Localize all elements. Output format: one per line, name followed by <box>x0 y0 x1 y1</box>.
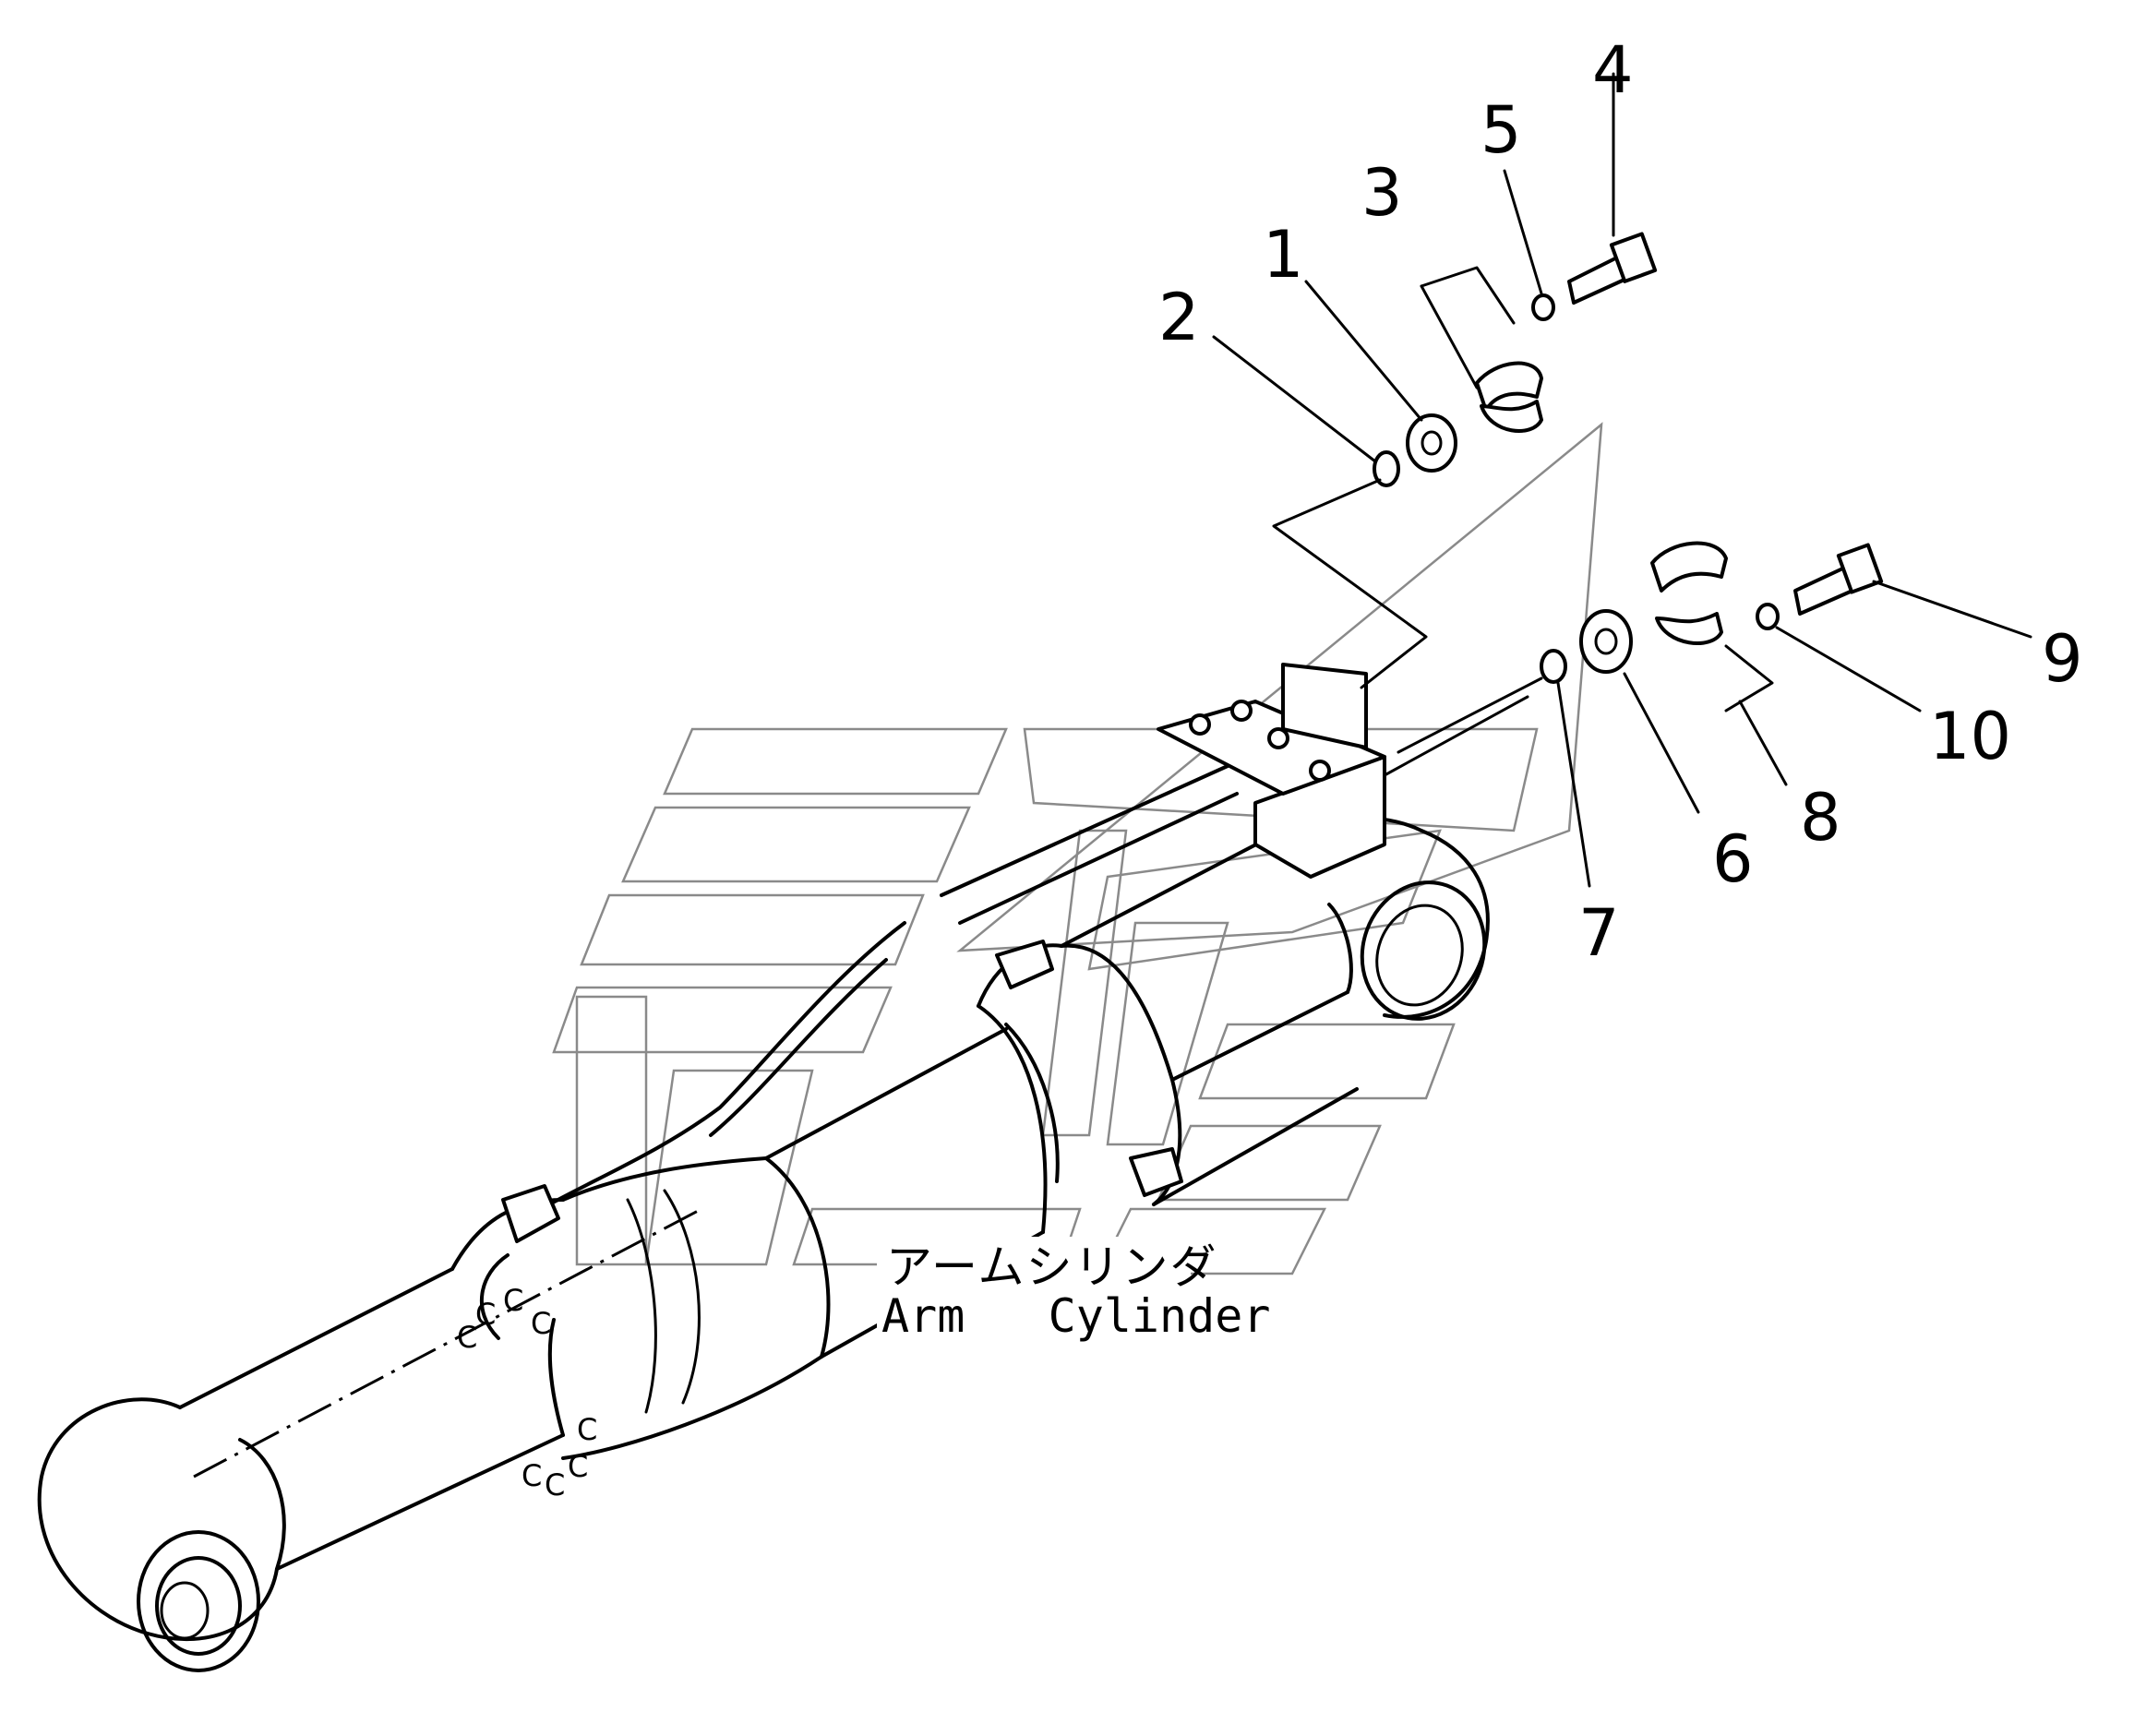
svg-text:C: C <box>457 1320 477 1355</box>
callout-8: 8 <box>1800 780 1841 856</box>
caption: アームシリンダ Arm Cylinder <box>877 1237 1270 1343</box>
callout-1: 1 <box>1263 217 1304 293</box>
o-ring-2 <box>1373 450 1400 487</box>
leader-lines <box>1212 72 2032 888</box>
split-flange-8a <box>1650 541 1728 593</box>
callout-9: 9 <box>2042 621 2083 697</box>
spacer-1 <box>1406 413 1457 473</box>
split-flange-3b <box>1480 400 1543 433</box>
callout-6: 6 <box>1712 821 1754 897</box>
callout-3: 3 <box>1361 155 1403 231</box>
upper-port-parts <box>1272 232 1658 689</box>
svg-text:C: C <box>475 1297 496 1332</box>
caption-english: Arm Cylinder <box>881 1289 1270 1343</box>
svg-text:C: C <box>577 1412 597 1447</box>
spacer-6 <box>1579 609 1633 674</box>
washer-10 <box>1756 603 1780 630</box>
svg-text:C: C <box>503 1283 523 1318</box>
callout-5: 5 <box>1481 92 1522 168</box>
callout-7: 7 <box>1578 895 1620 971</box>
callout-2: 2 <box>1158 280 1200 355</box>
svg-text:C: C <box>545 1467 565 1503</box>
callout-4: 4 <box>1592 32 1634 108</box>
callout-numbers: 1 2 3 4 5 6 7 8 9 10 <box>1158 32 2083 971</box>
split-flange-3a <box>1475 361 1543 413</box>
split-flange-8b <box>1655 612 1723 645</box>
washer-5 <box>1531 293 1555 321</box>
svg-text:C: C <box>531 1306 551 1341</box>
svg-text:C: C <box>522 1458 542 1493</box>
callout-10: 10 <box>1929 699 2011 774</box>
caption-japanese: アームシリンダ <box>886 1240 1218 1294</box>
lower-port-parts <box>1383 541 1884 777</box>
arm-cylinder: C C C C C C C C <box>37 663 1490 1672</box>
o-ring-7 <box>1540 649 1567 684</box>
watermark-logo <box>552 422 1603 1275</box>
